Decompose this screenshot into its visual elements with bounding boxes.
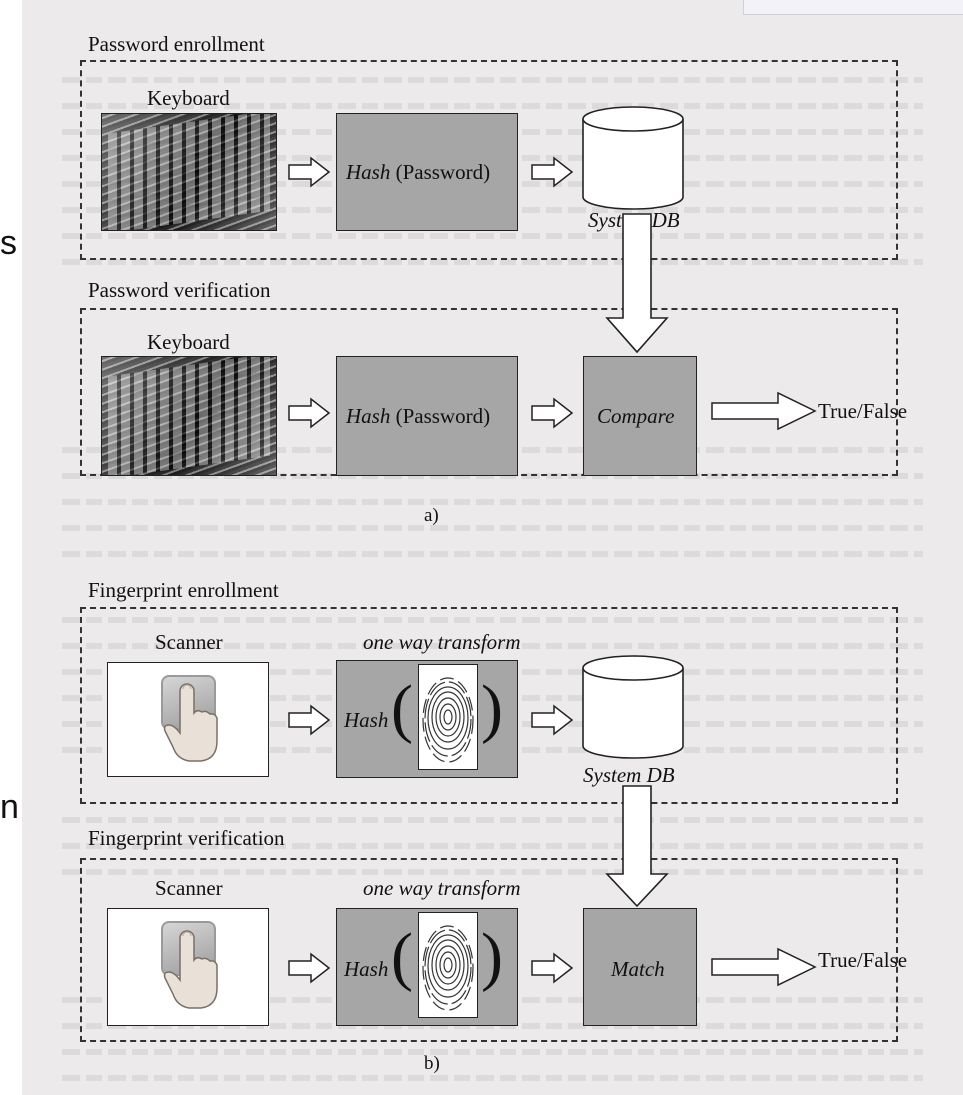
margin-glyph-s: s [0, 224, 17, 262]
viewer-tab-corner [743, 0, 963, 15]
open-paren: ( [391, 672, 413, 745]
arrow-scanner-to-hash-2 [288, 953, 330, 983]
hash-fingerprint-word-2: Hash [344, 957, 389, 981]
password-enrollment-title: Password enrollment [88, 32, 265, 56]
fingerprint-verification-title: Fingerprint verification [88, 826, 285, 850]
keyboard-photo [101, 113, 277, 231]
arrow-keyboard-to-hash [288, 157, 330, 187]
margin-glyph-n: n [0, 788, 19, 826]
database-cylinder-icon-2 [582, 655, 684, 759]
hash-word-2: Hash [346, 404, 391, 428]
arrow-hash-to-db [531, 157, 573, 187]
hash-argument-2: (Password) [395, 404, 491, 428]
hash-fingerprint-word: Hash [344, 708, 389, 732]
fingerprint-enrollment-frame [80, 607, 898, 804]
fingerprint-result-label: True/False [818, 948, 908, 972]
compare-label: Compare [597, 404, 675, 428]
caption-a: a) [424, 505, 439, 526]
finger-scanner-icon [163, 683, 218, 762]
password-result-label: True/False [818, 399, 908, 423]
fingerprint-verification-frame [80, 858, 898, 1042]
close-paren: ) [481, 672, 503, 745]
close-paren-2: ) [481, 920, 503, 993]
compare-box [583, 356, 697, 476]
password-enrollment-frame [80, 60, 898, 260]
scanner-label-2: Scanner [155, 876, 223, 900]
arrow-match-to-result [711, 947, 817, 987]
arrow-db-to-match [605, 785, 669, 908]
keyboard-label-2: Keyboard [147, 330, 230, 354]
arrow-db-to-compare [605, 213, 669, 354]
hash-word: Hash [346, 160, 391, 184]
arrow-scanner-to-hash [288, 705, 330, 735]
fingerprint-icon-2 [422, 925, 474, 1011]
scanner-label: Scanner [155, 630, 223, 654]
hash-password-box-2 [336, 356, 518, 476]
database-cylinder-icon [582, 106, 684, 210]
hash-password-box [336, 113, 518, 231]
caption-b: b) [424, 1053, 440, 1074]
match-label: Match [611, 957, 665, 981]
arrow-hash-to-match [531, 953, 573, 983]
one-way-transform-label: one way transform [363, 630, 521, 654]
hash-password-text-2: Hash (Password) [346, 404, 490, 429]
keyboard-label: Keyboard [147, 86, 230, 110]
arrow-hash-to-db-2 [531, 705, 573, 735]
finger-scanner-icon-2 [163, 930, 218, 1009]
fingerprint-enrollment-title: Fingerprint enrollment [88, 578, 279, 602]
system-db-label-2: System DB [583, 763, 675, 787]
open-paren-2: ( [391, 920, 413, 993]
match-box [583, 908, 697, 1026]
keyboard-photo-2 [101, 356, 277, 476]
one-way-transform-label-2: one way transform [363, 876, 521, 900]
fingerprint-icon [422, 677, 474, 763]
arrow-compare-to-result [711, 391, 817, 431]
arrow-keyboard-to-hash-2 [288, 398, 330, 428]
hash-argument: (Password) [395, 160, 491, 184]
password-verification-title: Password verification [88, 278, 271, 302]
arrow-hash-to-compare [531, 398, 573, 428]
hash-password-text: Hash (Password) [346, 160, 490, 185]
